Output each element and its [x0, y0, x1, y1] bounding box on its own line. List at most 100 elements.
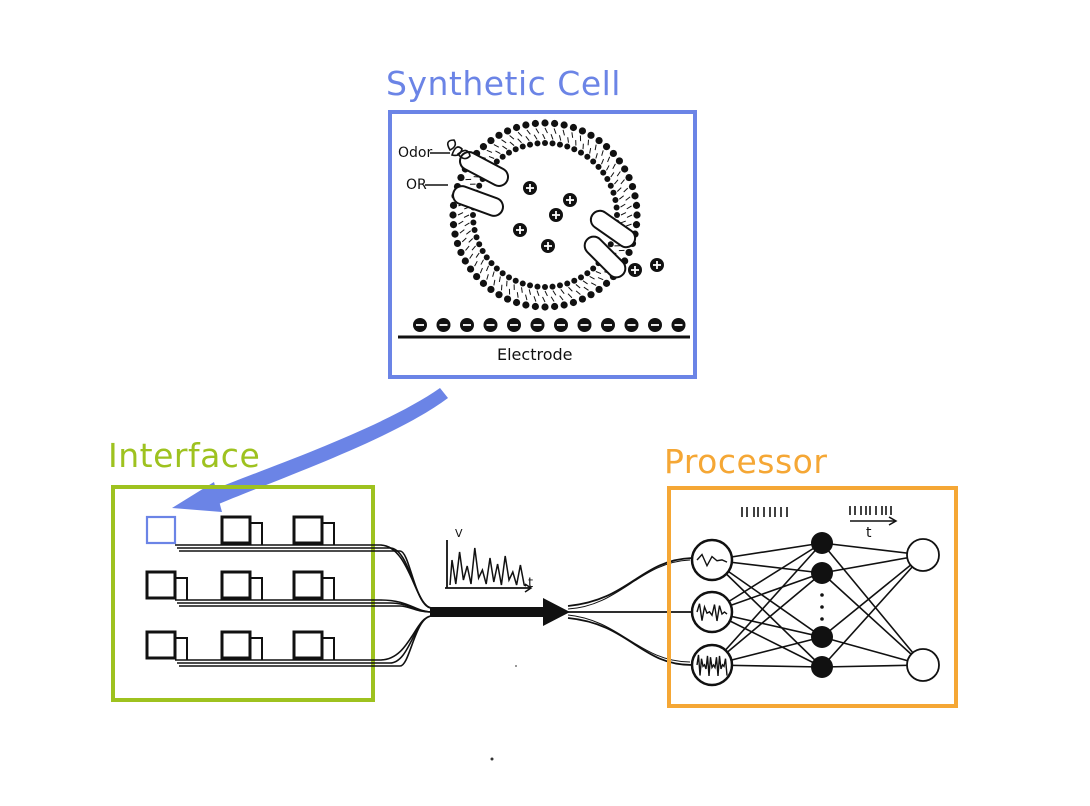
lipid-head [470, 219, 477, 226]
zoom-arrow [208, 388, 448, 506]
lipid-tail [571, 132, 574, 138]
lipid-tail [594, 144, 597, 151]
lipid-head [512, 146, 519, 153]
lipid-head [476, 182, 483, 189]
sensor-lead [175, 577, 188, 600]
lipid-head [488, 260, 495, 267]
lipid-tail [517, 138, 522, 144]
lipid-head [600, 169, 607, 176]
lipid-tail [597, 277, 604, 281]
lipid-tail [620, 179, 625, 185]
neuron-waveform [696, 654, 728, 677]
hidden-neuron [811, 626, 833, 648]
neural-network [690, 532, 940, 687]
lipid-head [449, 201, 458, 209]
lipid-head [512, 277, 519, 284]
lipid-tail [457, 212, 464, 216]
lipid-tail [480, 259, 484, 265]
lipid-tail [601, 158, 605, 165]
lipid-head [506, 149, 512, 156]
odor-molecule-icon [446, 139, 471, 160]
lipid-tail [536, 290, 540, 296]
lipid-head [602, 143, 611, 151]
output-neuron [906, 538, 940, 572]
lipid-head [471, 226, 478, 233]
lipid-head [625, 248, 633, 257]
lipid-tail [517, 131, 523, 137]
lipid-tail [612, 163, 616, 170]
lipid-tail [568, 286, 573, 292]
lipid-tail [601, 150, 604, 156]
lipid-head [564, 143, 571, 150]
lipid-tail [492, 271, 495, 277]
lipid-tail [620, 212, 627, 216]
lipid-head [451, 230, 459, 238]
lipid-tail [553, 128, 557, 134]
network-edge [711, 559, 823, 638]
lipid-head [499, 153, 506, 160]
lipid-tail [535, 128, 540, 134]
sensor-lead [322, 637, 335, 660]
lipid-tail [493, 144, 500, 148]
lipid-tail [550, 296, 555, 302]
lipid-head [542, 284, 548, 290]
lipid-head [483, 254, 490, 261]
lipid-head [602, 279, 611, 287]
output-neuron [906, 648, 940, 682]
network-edge [711, 572, 823, 666]
sensor-pad [145, 570, 177, 600]
lipid-tail [616, 187, 622, 192]
lipid-tail [542, 133, 546, 140]
signal-plot [445, 540, 533, 593]
lipid-tail [626, 223, 632, 227]
neuron-waveform [696, 603, 728, 622]
lipid-head [578, 274, 584, 281]
lipid-head [479, 143, 488, 151]
anion-row [413, 318, 686, 332]
lipid-tail [559, 295, 564, 301]
lipid-tail [623, 187, 629, 193]
lipid-tail [502, 145, 508, 150]
lipid-tail [562, 129, 565, 136]
lipid-tail [625, 196, 631, 201]
lipid-tail [521, 287, 523, 293]
lipid-tail [526, 129, 531, 135]
lipid-head [621, 165, 629, 173]
lipid-tail [464, 222, 470, 227]
lipid-tail [498, 276, 501, 283]
stray-dot [490, 757, 494, 761]
lipid-head [495, 291, 503, 299]
lipid-head [541, 303, 549, 311]
lipid-head [449, 211, 457, 219]
lipid-tail [590, 282, 597, 286]
network-edge [821, 554, 924, 668]
lipid-head [534, 140, 541, 147]
sensor-pad [292, 515, 324, 545]
lipid-tail [533, 296, 537, 302]
cell-membrane [449, 119, 641, 311]
lipid-head [612, 197, 619, 204]
lipid-tail [533, 134, 538, 140]
lipid-head [457, 173, 465, 182]
zoom-arrow-head [172, 482, 222, 512]
lipid-head [569, 123, 578, 132]
lipid-head [487, 285, 495, 294]
lipid-tail [466, 230, 471, 235]
lipid-tail [607, 156, 611, 163]
input-neuron [690, 590, 734, 634]
lipid-head [493, 158, 500, 165]
lipid-head [542, 140, 548, 146]
lipid-head [519, 280, 526, 287]
cation-group [513, 181, 664, 277]
receptor-icon [583, 235, 627, 279]
hidden-neuron [811, 562, 833, 584]
lipid-head [556, 282, 563, 289]
lipid-head [519, 143, 526, 150]
lipid-tail [461, 237, 467, 243]
processor-frame [667, 486, 958, 708]
lipid-tail [509, 141, 515, 146]
lipid-head [461, 257, 469, 265]
processor-title: Processor [664, 442, 828, 481]
lipid-tail [560, 289, 565, 294]
sensor-lead [322, 577, 335, 600]
